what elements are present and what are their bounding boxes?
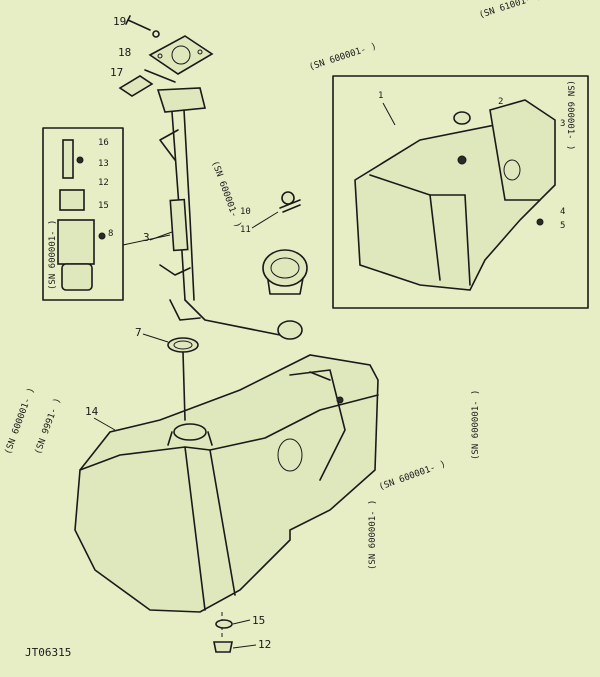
inset-right-ref: (SN 600001- ) [565,80,575,150]
ref-left-1: (SN 600001- ) [3,386,36,456]
sender-gasket [167,337,199,353]
tank-body [74,354,379,613]
pump-shaft [62,139,74,179]
inset-filler-tube [489,99,556,201]
drain-washer [215,619,233,629]
washer-icon [152,30,160,38]
callout-18: 18 [118,46,131,59]
sender-filter [169,198,189,252]
fuel-sender-assembly [118,15,303,340]
connector-plug [118,75,154,97]
fuel-pump-icon [57,219,95,265]
inset-left-ref: (SN 600001- ) [48,220,58,290]
inset-right-callout-5: 5 [560,221,565,231]
drain-plug-group: 15 12 [213,612,271,653]
inset-right-callout-2: 2 [498,97,503,107]
inset-cap-icon [453,111,471,125]
inset-left-callout-12: 12 [98,178,109,188]
figure-id: JT06315 [25,646,71,659]
inset-right-callout-4: 4 [560,207,565,217]
sender-flange [148,35,214,75]
ref-tank-2: (SN 600001- ) [368,500,378,570]
callout-15-bottom: 15 [252,614,265,627]
inset-right-callout-1: 1 [378,91,383,101]
ref-left-2: (SN 9991- ) [33,397,63,456]
callout-12-bottom: 12 [258,638,271,651]
fuel-cap-icon [262,249,308,287]
fuel-cap-group: 10 11 [240,191,308,295]
ref-tank-1: (SN 600001- ) [378,459,448,492]
inset-left-callout-15: 15 [98,201,109,211]
inset-left-callout-16: 16 [98,138,109,148]
callout-19: 19 [113,15,126,28]
right-inset: 1 2 3 4 5 (SN 600001- ) [332,75,589,309]
inset-tank [354,119,546,291]
ref-top-right: (SN 61001- ) [478,0,543,21]
callout-14: 14 [85,405,99,418]
drain-plug-icon [213,641,233,653]
inset-left-callout-13: 13 [98,159,109,169]
fuel-tank [74,351,379,613]
ref-cap: (SN 600001- ) [209,160,242,230]
left-inset: 16 13 12 15 8 (SN 600001- ) [42,127,124,301]
screw-icon [125,15,151,31]
callout-3: 3 [143,231,150,244]
float-icon [277,320,303,340]
inset-frame-right [332,75,589,309]
ref-right: (SN 600001- ) [471,390,481,460]
inset-frame-left [42,127,124,301]
callout-7: 7 [135,326,142,339]
inset-left-callout-8: 8 [108,229,113,239]
callout-17: 17 [110,66,123,79]
inset-right-callout-3: 3 [560,119,565,129]
callout-10: 10 [240,207,251,217]
callout-11: 11 [240,225,251,235]
ref-upper-mid: (SN 600001- ) [308,42,378,73]
